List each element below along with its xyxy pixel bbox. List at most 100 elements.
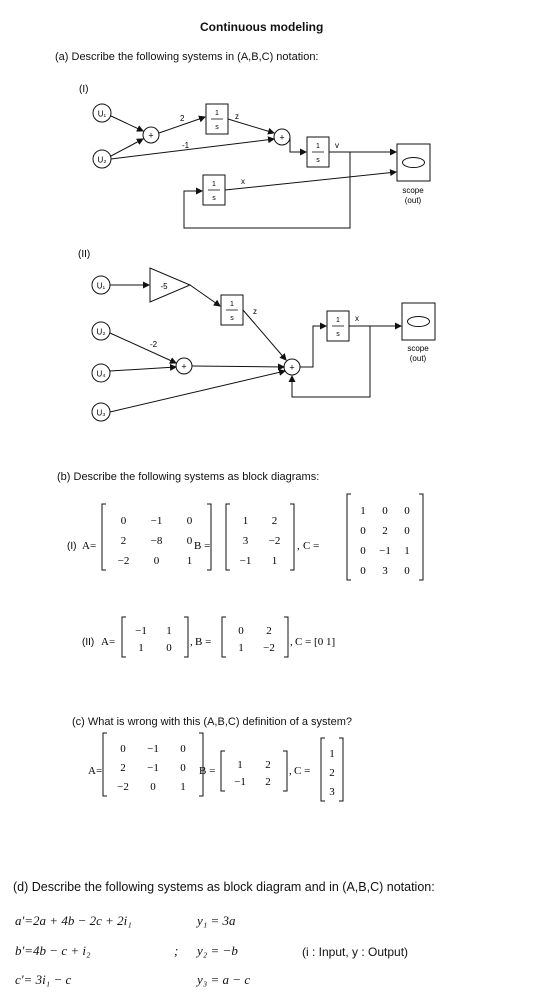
svg-text:1: 1 xyxy=(336,317,340,324)
svg-text:+: + xyxy=(148,131,153,141)
b1-matrix-A-cell: 0 xyxy=(187,535,193,547)
block-diagram-1: (I) U₁ U₂ + 1 s + 1 s 1 s scope (out) xyxy=(79,84,431,229)
b1-matrix-C-cell: 3 xyxy=(382,565,388,577)
b2-label: (II) xyxy=(82,637,94,648)
sys2-scope: scope (out) xyxy=(401,302,436,363)
c-matrix-A-cell: 2 xyxy=(120,762,126,774)
c-matrix-A-cell: 0 xyxy=(150,781,156,793)
svg-text:U₁: U₁ xyxy=(98,110,107,119)
sys1-signal-v: v xyxy=(335,141,339,150)
sys2-input-u2: U₂ xyxy=(91,321,111,341)
svg-text:U₄: U₄ xyxy=(96,370,105,379)
b1-matrix-B-cell: 1 xyxy=(272,555,278,567)
b2-comma-1: , xyxy=(190,636,193,648)
sys2-signal-x: x xyxy=(355,314,359,323)
c-A-name: A= xyxy=(88,765,102,777)
c-matrix-C-cell: 3 xyxy=(329,786,335,798)
output-y2: y₂ = −b xyxy=(197,943,238,958)
c-matrix-B-left-bracket xyxy=(220,750,225,792)
b1-matrix-C-cell: −1 xyxy=(379,545,391,557)
svg-text:+: + xyxy=(289,363,294,373)
b2-comma-2: , xyxy=(290,636,293,648)
c-matrix-B-cell: 1 xyxy=(237,759,243,771)
b1-matrix-C-cell: 0 xyxy=(404,505,410,517)
svg-text:U₁: U₁ xyxy=(97,282,106,291)
b1-matrix-C-cell: 0 xyxy=(360,525,366,537)
b1-matrix-B-cell: −1 xyxy=(240,555,252,567)
svg-text:s: s xyxy=(212,195,216,202)
equation-b-prime: b'=4b − c + i₂ xyxy=(15,943,91,958)
b1-matrix-C-right-bracket xyxy=(419,493,424,581)
svg-text:1: 1 xyxy=(215,110,219,117)
b1-matrix-B-left-bracket xyxy=(225,503,230,571)
b1-matrix-A-cell: 2 xyxy=(121,535,127,547)
b1-A-name: A= xyxy=(82,540,96,552)
sys1-signal-x: x xyxy=(241,177,245,186)
c-matrix-C-left-bracket xyxy=(320,737,325,802)
c-C-name: C = xyxy=(294,765,310,777)
svg-text:1: 1 xyxy=(212,181,216,188)
b1-C-name: C = xyxy=(303,540,319,552)
question-c: (c) What is wrong with this (A,B,C) defi… xyxy=(72,716,352,728)
b1-matrix-B-cell: −2 xyxy=(269,535,281,547)
sys1-input-u1: U₁ xyxy=(92,103,112,123)
sys1-sum-1: + xyxy=(142,126,160,144)
equation-a-prime: a'=2a + 4b − 2c + 2i₁ xyxy=(15,913,132,928)
sys1-wires xyxy=(110,115,397,229)
b2-A-name: A= xyxy=(101,636,115,648)
sys1-gain-neg1: -1 xyxy=(182,141,190,150)
b1-B-name: B = xyxy=(194,540,210,552)
b1-matrix-B-cell: 2 xyxy=(272,515,278,527)
svg-text:U₃: U₃ xyxy=(96,409,105,418)
sys2-gain-triangle: -5 xyxy=(149,267,192,303)
equation-c-prime: c'= 3i₁ − c xyxy=(15,972,72,987)
svg-text:1: 1 xyxy=(230,301,234,308)
sys2-signal-z: z xyxy=(253,307,257,316)
b1-matrix-A-cell: −1 xyxy=(151,515,163,527)
svg-text:U₂: U₂ xyxy=(98,156,107,165)
svg-text:U₂: U₂ xyxy=(97,328,106,337)
svg-text:1: 1 xyxy=(316,143,320,150)
block-diagram-2: (II) U₁ U₂ U₄ U₃ -5 + 1 s + 1 s xyxy=(78,249,436,422)
c-matrix-C-cell: 2 xyxy=(329,767,335,779)
svg-text:s: s xyxy=(215,124,219,131)
sys2-input-u4: U₄ xyxy=(91,363,111,383)
c-matrix-B-right-bracket xyxy=(283,750,288,792)
b1-comma: , xyxy=(297,540,300,552)
b2-matrix-B-right-bracket xyxy=(284,616,289,658)
b2-matrix-B-cell: 2 xyxy=(266,625,272,637)
svg-text:scope: scope xyxy=(407,344,429,353)
b1-matrix-C-cell: 0 xyxy=(404,565,410,577)
svg-text:scope: scope xyxy=(402,186,424,195)
svg-text:+: + xyxy=(181,362,186,372)
question-d: (d) Describe the following systems as bl… xyxy=(13,880,435,894)
b2-matrix-B-cell: 1 xyxy=(238,642,244,654)
b1-matrix-A-cell: 0 xyxy=(187,515,193,527)
b1-matrix-C-cell: 1 xyxy=(360,505,366,517)
c-matrix-A-cell: 1 xyxy=(180,781,186,793)
b1-matrix-A-cell: −8 xyxy=(151,535,163,547)
sys1-integrator-1: 1 s xyxy=(205,103,229,135)
b1-matrix-B-cell: 3 xyxy=(243,535,249,547)
sys1-label: (I) xyxy=(79,84,88,95)
c-matrix-C-cell: 1 xyxy=(329,748,335,760)
c-matrix-B-cell: 2 xyxy=(265,776,271,788)
sys1-gain-2: 2 xyxy=(180,114,185,123)
c-matrix-C-right-bracket xyxy=(339,737,344,802)
b1-matrix-C-cell: 0 xyxy=(404,525,410,537)
b1-matrix-C-cell: 0 xyxy=(360,545,366,557)
svg-text:s: s xyxy=(316,157,320,164)
b1-matrix-A-right-bracket xyxy=(207,503,212,571)
c-matrix-B-cell: 2 xyxy=(265,759,271,771)
c-matrix-A-cell: −1 xyxy=(147,762,159,774)
c-matrix-A-left-bracket xyxy=(102,732,107,797)
svg-text:s: s xyxy=(230,315,234,322)
sys2-integrator-2: 1 s xyxy=(326,310,350,342)
c-B-name: B = xyxy=(199,765,215,777)
c-comma: , xyxy=(289,765,292,777)
b1-matrix-B-right-bracket xyxy=(290,503,295,571)
b1-matrix-C-cell: 2 xyxy=(382,525,388,537)
sys2-wires xyxy=(109,281,402,413)
sys1-integrator-3: 1 s xyxy=(202,174,226,206)
sys1-integrator-2: 1 s xyxy=(306,136,330,168)
